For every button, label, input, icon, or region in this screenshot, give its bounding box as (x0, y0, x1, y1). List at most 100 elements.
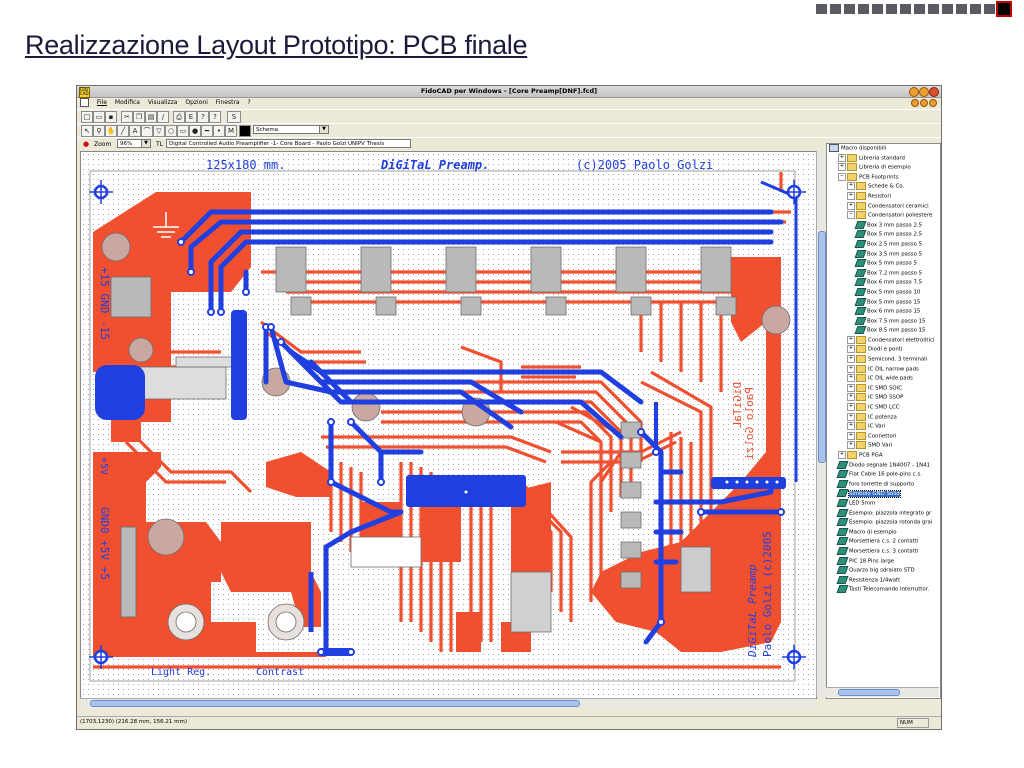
tree-item[interactable]: +IC DIL wide pads (827, 374, 940, 384)
export-icon[interactable]: E (185, 111, 197, 123)
tl-field[interactable]: Digital Controlled Audio Preamplifier -1… (166, 139, 411, 148)
text-tool[interactable]: A (129, 125, 141, 137)
expand-icon[interactable]: + (847, 431, 855, 440)
tree-item[interactable]: Esempio: piazzola integrato gr (827, 508, 940, 519)
line-icon[interactable]: ╱ (117, 125, 129, 137)
doc-minimize-button[interactable] (911, 99, 919, 107)
tree-item[interactable]: +IC SMD SSOP (827, 393, 940, 403)
canvas-horizontal-scrollbar[interactable] (80, 698, 816, 707)
tree-item[interactable]: Esempio: piazzola rotonda grai (827, 518, 940, 528)
save-icon[interactable]: ▪ (105, 111, 117, 123)
tree-item[interactable]: Flat Cable 16 pole-pins c.s. (827, 470, 940, 480)
print-icon[interactable]: ⎙ (173, 111, 185, 123)
tree-horizontal-scrollbar[interactable] (826, 687, 939, 697)
document-icon[interactable] (80, 98, 89, 107)
tree-item[interactable]: +IC DIL narrow pads (827, 364, 940, 375)
tree-item[interactable]: Macro disponibili (827, 144, 940, 154)
expand-icon[interactable]: + (838, 451, 846, 459)
menu-modifica[interactable]: Modifica (114, 99, 140, 106)
tree-item[interactable]: Box 3 mm passo 2.5 (827, 220, 940, 231)
expand-icon[interactable]: + (847, 403, 855, 412)
tree-item[interactable]: Box 5 mm passo 2.5 (827, 230, 940, 240)
tree-item[interactable]: Box 8.5 mm passo 15 (827, 326, 940, 336)
scrollbar-thumb[interactable] (838, 689, 900, 696)
menu-finestra[interactable]: Finestra (215, 99, 240, 106)
scrollbar-thumb[interactable] (90, 700, 580, 707)
tree-item[interactable]: Box 7.2 mm passo 5 (827, 268, 940, 279)
macro-tool[interactable]: M (225, 125, 237, 137)
tree-item[interactable]: PIC 18 Pins large (827, 556, 940, 567)
doc-close-button[interactable] (929, 99, 937, 107)
collapse-icon[interactable]: − (838, 172, 846, 181)
scrollbar-thumb[interactable] (818, 231, 826, 463)
tree-item[interactable]: Box 7.5 mm passo 15 (827, 316, 940, 327)
new-icon[interactable]: □ (81, 111, 93, 123)
close-button[interactable] (929, 87, 939, 97)
tree-item[interactable]: Box 5 mm passo 5 (827, 259, 940, 269)
tree-item[interactable]: +IC SMD LCC (827, 403, 940, 413)
expand-icon[interactable]: + (838, 163, 846, 172)
tree-item[interactable]: Quarzo big sdraiato STD (827, 566, 940, 576)
track-icon[interactable]: ━ (201, 125, 213, 137)
cut-icon[interactable]: ✂ (121, 111, 133, 123)
select-arrow-icon[interactable]: ↖ (81, 125, 93, 137)
tree-item[interactable]: Box 2.5 mm passo 5 (827, 239, 940, 250)
tree-item[interactable]: +Schede & Co. (827, 182, 940, 192)
connection-icon[interactable]: • (213, 125, 225, 137)
expand-icon[interactable]: + (847, 364, 855, 373)
tree-item[interactable]: Simbolo GND Solid (827, 489, 940, 499)
record-icon[interactable]: ● (82, 140, 90, 148)
tree-item[interactable]: +Libreria di esempio (827, 163, 940, 173)
tree-item[interactable]: Macro di esempio (827, 527, 940, 538)
paste-icon[interactable]: ▤ (145, 111, 157, 123)
tree-item[interactable]: Box 6 mm passo 15 (827, 307, 940, 317)
menu-file[interactable]: File (96, 99, 107, 106)
minimize-button[interactable] (909, 87, 919, 97)
canvas-vertical-scrollbar[interactable] (816, 151, 826, 697)
tree-item[interactable]: Box 3.5 mm passo 5 (827, 249, 940, 260)
expand-icon[interactable]: + (847, 374, 855, 383)
tree-item[interactable]: +Resistori (827, 191, 940, 202)
open-icon[interactable]: ▭ (93, 111, 105, 123)
tree-item[interactable]: Diodo segnale 1N4007 - 1N41 (827, 460, 940, 471)
ellipse-icon[interactable]: ○ (165, 125, 177, 137)
pad-icon[interactable]: ● (189, 125, 201, 137)
tree-item[interactable]: +Diodi e ponti (827, 345, 940, 355)
s-button[interactable]: S (227, 111, 241, 123)
tree-item[interactable]: Box 6 mm passo 7.5 (827, 278, 940, 288)
tree-item[interactable]: −PCB Footprints (827, 172, 940, 183)
tree-item[interactable]: +Libreria standard (827, 153, 940, 164)
doc-restore-button[interactable] (920, 99, 928, 107)
tree-item[interactable]: Box 5 mm passo 15 (827, 297, 940, 308)
tree-item[interactable]: +IC Vari (827, 422, 940, 432)
tree-item[interactable]: Morsettiera c.s. 3 contatti (827, 546, 940, 557)
expand-icon[interactable]: + (847, 191, 855, 200)
brush-icon[interactable]: / (157, 111, 169, 123)
menu-opzioni[interactable]: Opzioni (185, 99, 208, 106)
tree-item[interactable]: Morsettiera c.s. 2 contatti (827, 537, 940, 547)
collapse-icon[interactable]: − (847, 211, 855, 220)
zoom-icon[interactable]: ⚲ (93, 125, 105, 137)
tree-item[interactable]: LED 5mm (827, 498, 940, 509)
hand-icon[interactable]: ✋ (105, 125, 117, 137)
expand-icon[interactable]: + (847, 393, 855, 402)
expand-icon[interactable]: + (847, 412, 855, 421)
tree-item[interactable]: +IC potenza (827, 412, 940, 423)
tree-item[interactable]: Resistenza 1/4watt (827, 575, 940, 586)
expand-icon[interactable]: + (847, 422, 855, 431)
tree-item[interactable]: +Semicond. 3 terminali (827, 355, 940, 365)
zoom-select[interactable]: 96% ▼ (117, 139, 151, 148)
expand-icon[interactable]: + (847, 441, 855, 450)
drawing-canvas[interactable]: 125x180 mm. DiGiTaL Preamp. (c)2005 Paol… (80, 151, 817, 699)
tree-item[interactable]: foro torrette di supporto (827, 479, 940, 490)
tree-item[interactable]: Box 5 mm passo 10 (827, 287, 940, 298)
tree-item[interactable]: +Condensatori ceramici (827, 201, 940, 212)
help-icon[interactable]: ? (209, 111, 221, 123)
expand-icon[interactable]: + (847, 335, 855, 344)
expand-icon[interactable]: + (847, 345, 855, 354)
tree-item[interactable]: +SMD Vari (827, 441, 940, 451)
tree-item[interactable]: Tasti Telecomando Interruttor. (827, 585, 940, 595)
bezier-icon[interactable]: ⌒ (141, 125, 153, 137)
tree-item[interactable]: +IC SMD SOIC (827, 383, 940, 394)
expand-icon[interactable]: + (847, 355, 855, 364)
